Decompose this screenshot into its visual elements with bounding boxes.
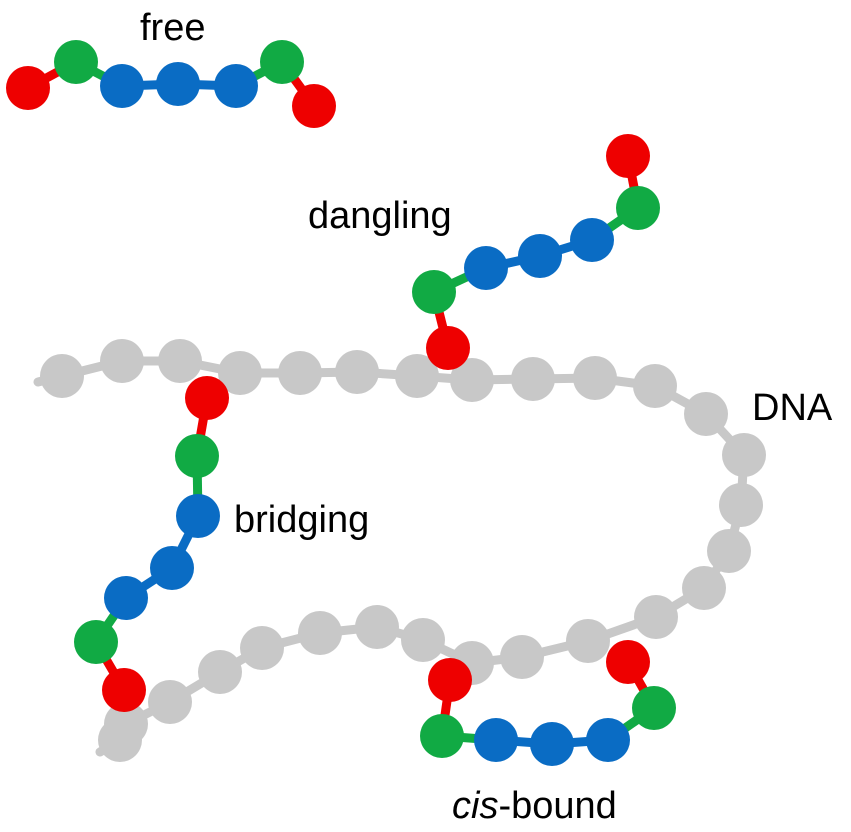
red-end-bead (606, 134, 650, 178)
polymer-free (6, 40, 336, 128)
polymer-bridging (74, 376, 229, 712)
blue-core-bead (474, 718, 518, 762)
dna-bead (450, 358, 494, 402)
green-hinge-bead (412, 270, 456, 314)
dna-bead (218, 351, 262, 395)
blue-core-bead (214, 64, 258, 108)
red-end-bead (606, 640, 650, 684)
dna-bead (355, 605, 399, 649)
dna-bead (148, 680, 192, 724)
dna-bead (198, 650, 242, 694)
label-cis-italic: cis (452, 785, 498, 827)
blue-core-bead (530, 722, 574, 766)
blue-core-bead (100, 64, 144, 108)
polymers (6, 40, 676, 766)
dna-bead (573, 356, 617, 400)
red-end-bead (185, 376, 229, 420)
dna-bead (511, 357, 555, 401)
red-end-bead (428, 658, 472, 702)
dna-bead (240, 626, 284, 670)
label-cis-rest: -bound (498, 785, 616, 827)
polymer-cis-bound (420, 640, 676, 766)
dna-bead (395, 354, 439, 398)
label-dangling: dangling (308, 195, 452, 237)
dna-chain (33, 339, 766, 762)
dna-bead (40, 354, 84, 398)
green-hinge-bead (420, 714, 464, 758)
label-cis-bound: cis-bound (452, 785, 617, 827)
label-free: free (140, 7, 205, 49)
dna-bead (100, 339, 144, 383)
dna-bead (719, 483, 763, 527)
dna-bead (335, 350, 379, 394)
green-hinge-bead (616, 186, 660, 230)
dna-bead (566, 619, 610, 663)
dna-bead (634, 595, 678, 639)
green-hinge-bead (632, 686, 676, 730)
dna-bead (682, 566, 726, 610)
green-hinge-bead (54, 40, 98, 84)
green-hinge-bead (175, 434, 219, 478)
red-end-bead (426, 326, 470, 370)
blue-core-bead (570, 218, 614, 262)
dna-bead (158, 339, 202, 383)
blue-core-bead (156, 62, 200, 106)
dna-bead (278, 351, 322, 395)
blue-core-bead (150, 546, 194, 590)
labels: free dangling DNA bridging cis-bound (140, 7, 833, 827)
green-hinge-bead (260, 40, 304, 84)
red-end-bead (6, 66, 50, 110)
red-end-bead (292, 84, 336, 128)
dna-bead (500, 635, 544, 679)
blue-core-bead (518, 234, 562, 278)
dna-bead (98, 718, 142, 762)
blue-core-bead (176, 494, 220, 538)
blue-core-bead (104, 576, 148, 620)
label-dna: DNA (752, 387, 833, 429)
blue-core-bead (464, 246, 508, 290)
dna-bead (707, 529, 751, 573)
polymer-dangling (412, 134, 660, 370)
dna-bead (401, 618, 445, 662)
blue-core-bead (586, 718, 630, 762)
label-bridging: bridging (234, 499, 369, 541)
dna-bead (633, 364, 677, 408)
dna-bead (298, 611, 342, 655)
dna-bead (684, 392, 728, 436)
red-end-bead (102, 668, 146, 712)
dna-bead (722, 433, 766, 477)
green-hinge-bead (74, 620, 118, 664)
